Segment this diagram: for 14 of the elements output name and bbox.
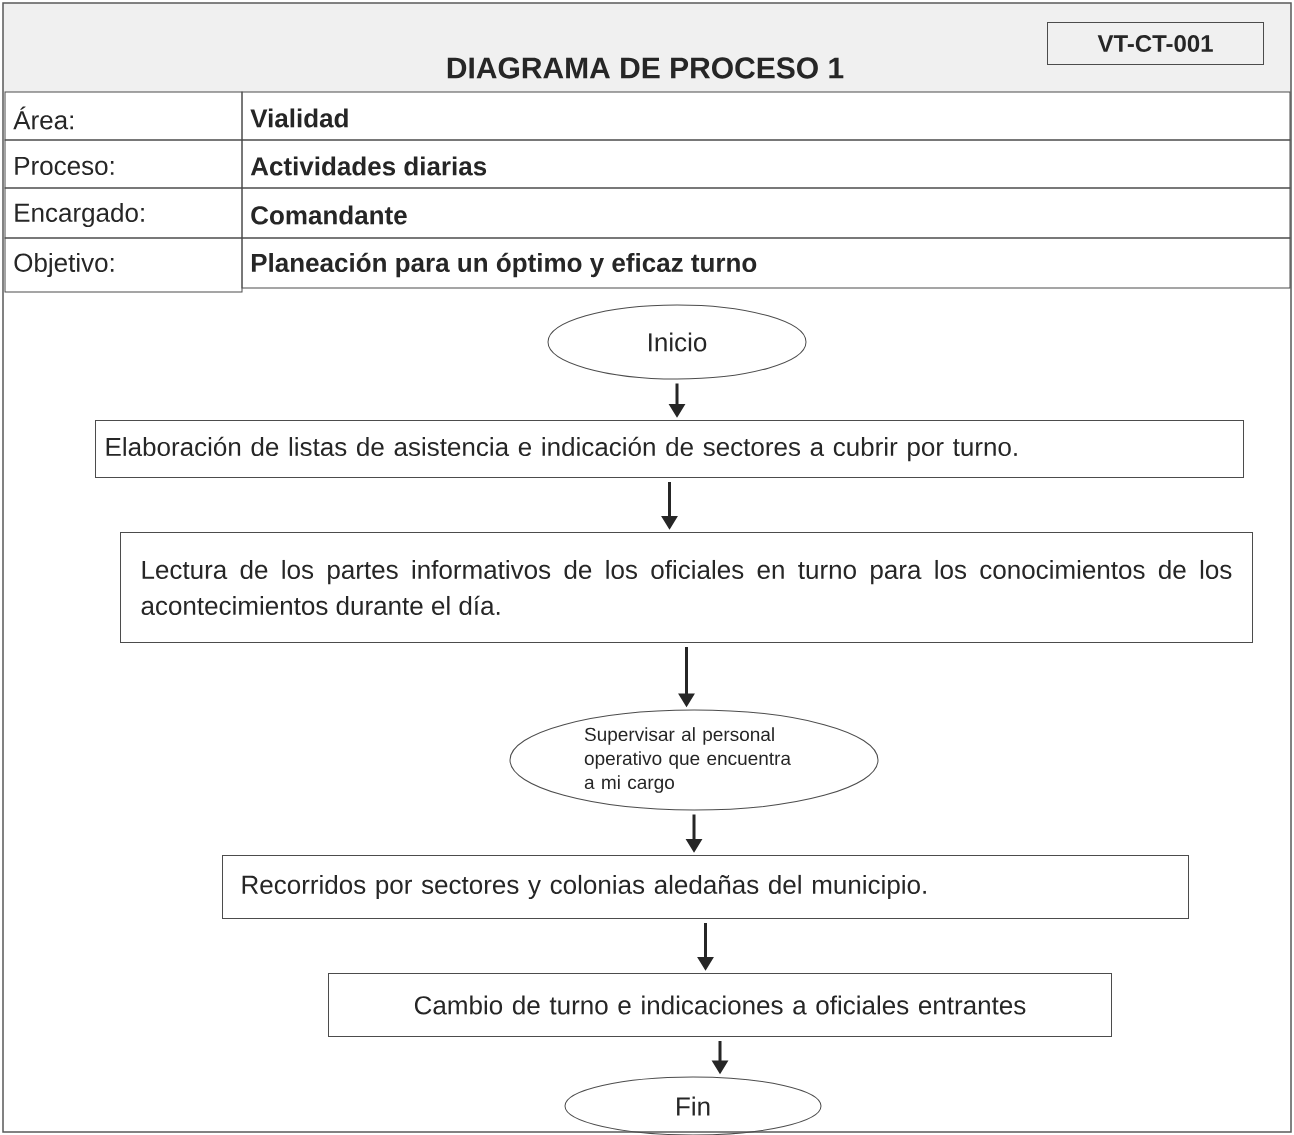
table-cell: Planeación para un óptimo y eficaz turno bbox=[241, 237, 1291, 289]
table-cell: Área: bbox=[4, 91, 243, 141]
table-cell: Comandante bbox=[241, 187, 1291, 239]
process-box: Recorridos por sectores y colonias aledañas del municipio. bbox=[222, 855, 1189, 919]
code-box: VT-CT-001 bbox=[1047, 22, 1264, 65]
table-cell: Proceso: bbox=[4, 139, 243, 189]
table-cell: Vialidad bbox=[241, 91, 1291, 141]
table-cell: Encargado: bbox=[4, 187, 243, 239]
title: DIAGRAMA DE PROCESO 1 bbox=[447, 57, 844, 79]
process-box: Elaboración de listas de asistencia e indicación de sectores a cubrir por turno. bbox=[95, 420, 1244, 478]
table-cell: Actividades diarias bbox=[241, 139, 1291, 189]
process-box: Lectura de los partes informativos de los oficiales en turno para los conocimientos de los acontecimientos durante el día. bbox=[120, 532, 1253, 643]
process-box: Cambio de turno e indicaciones a oficiales entrantes bbox=[328, 973, 1112, 1037]
table-cell: Objetivo: bbox=[4, 237, 243, 293]
